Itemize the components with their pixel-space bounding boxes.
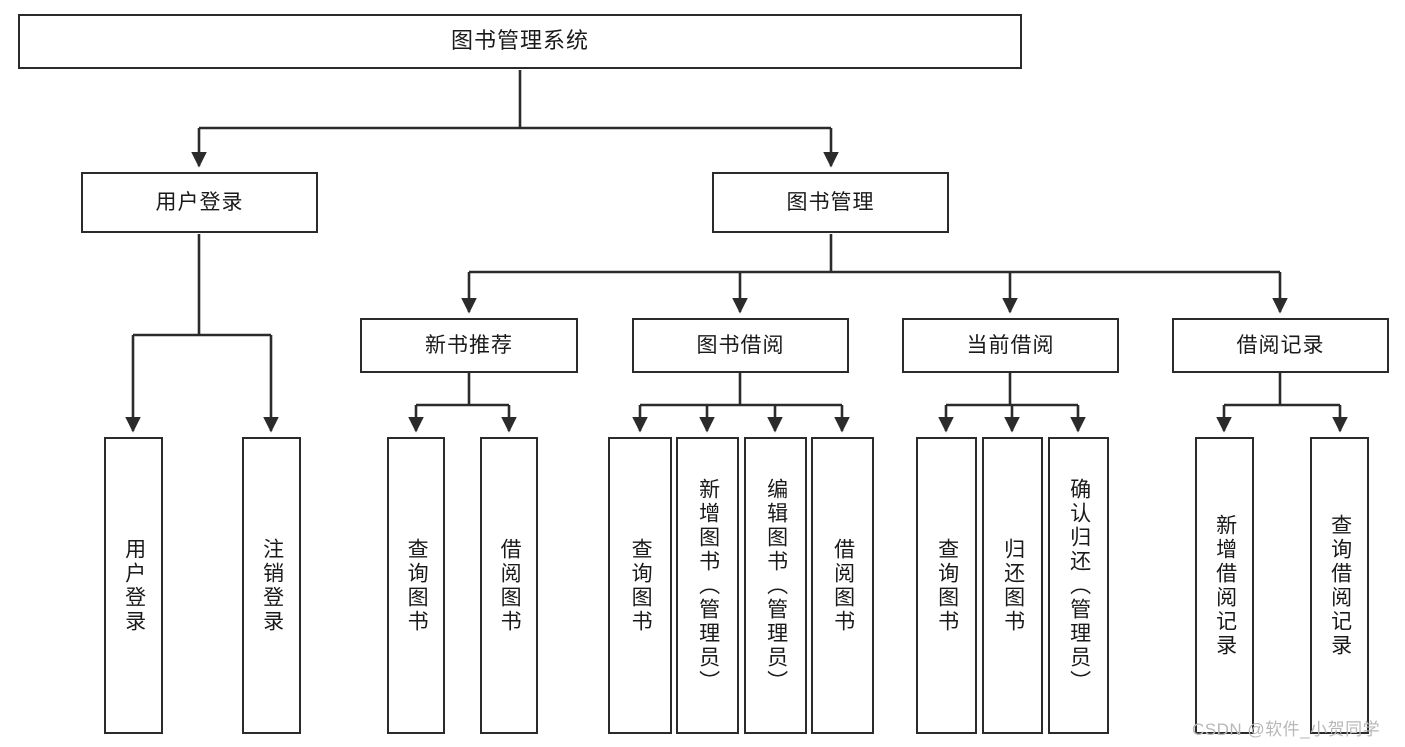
node-leaf-user-login[interactable]: 用户登录 [104,437,163,734]
node-book-manage[interactable]: 图书管理 [712,172,949,233]
node-leaf-return-book-label: 归还图书 [1001,537,1025,634]
node-leaf-borrow-book-1[interactable]: 借阅图书 [480,437,538,734]
node-user-login[interactable]: 用户登录 [81,172,318,233]
node-leaf-query-record[interactable]: 查询借阅记录 [1310,437,1369,734]
node-leaf-user-logout-label: 注销登录 [260,537,284,634]
node-borrow-record[interactable]: 借阅记录 [1172,318,1389,373]
node-leaf-query-book-3[interactable]: 查询图书 [916,437,977,734]
node-new-book-recommend-label: 新书推荐 [425,333,513,357]
node-leaf-edit-book-label: 编辑图书（管理员） [764,477,788,694]
node-leaf-user-login-label: 用户登录 [122,537,146,634]
node-root[interactable]: 图书管理系统 [18,14,1022,69]
node-leaf-borrow-book-2-label: 借阅图书 [831,537,855,634]
node-leaf-query-book-1[interactable]: 查询图书 [387,437,445,734]
node-leaf-query-record-label: 查询借阅记录 [1328,513,1352,658]
node-leaf-edit-book[interactable]: 编辑图书（管理员） [744,437,807,734]
node-leaf-query-book-1-label: 查询图书 [405,537,429,634]
node-book-manage-label: 图书管理 [786,190,875,214]
node-user-login-label: 用户登录 [155,190,244,214]
node-leaf-user-logout[interactable]: 注销登录 [242,437,301,734]
node-borrow-record-label: 借阅记录 [1236,333,1325,357]
node-leaf-return-book[interactable]: 归还图书 [982,437,1043,734]
node-root-label: 图书管理系统 [450,28,589,54]
node-new-book-recommend[interactable]: 新书推荐 [360,318,578,373]
node-leaf-add-record[interactable]: 新增借阅记录 [1195,437,1254,734]
node-leaf-confirm-return-label: 确认归还（管理员） [1067,477,1091,694]
node-leaf-add-book[interactable]: 新增图书（管理员） [676,437,739,734]
node-leaf-query-book-2[interactable]: 查询图书 [608,437,672,734]
node-leaf-borrow-book-2[interactable]: 借阅图书 [811,437,874,734]
node-leaf-query-book-2-label: 查询图书 [629,537,653,634]
node-leaf-confirm-return[interactable]: 确认归还（管理员） [1048,437,1109,734]
node-current-borrow-label: 当前借阅 [966,333,1055,357]
node-leaf-query-book-3-label: 查询图书 [935,537,959,634]
node-leaf-add-record-label: 新增借阅记录 [1213,513,1237,658]
node-current-borrow[interactable]: 当前借阅 [902,318,1119,373]
node-book-borrow[interactable]: 图书借阅 [632,318,849,373]
node-leaf-borrow-book-1-label: 借阅图书 [498,537,522,634]
csdn-watermark: CSDN @软件_小贺同学 [1192,720,1381,739]
node-book-borrow-label: 图书借阅 [696,333,785,357]
node-leaf-add-book-label: 新增图书（管理员） [696,477,720,694]
